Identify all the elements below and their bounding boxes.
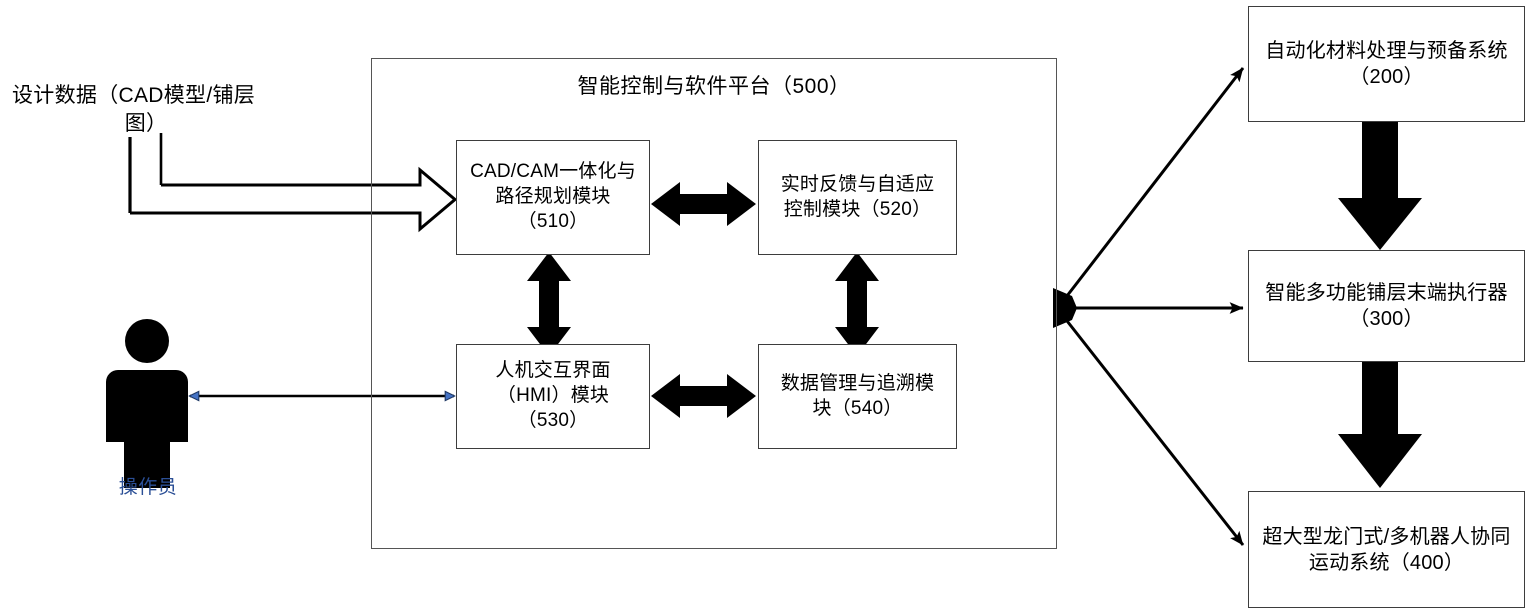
- subsystem-200-line-1: 自动化材料处理与预备系统: [1265, 40, 1508, 62]
- subsystem-box-200[interactable]: 自动化材料处理与预备系统 （200）: [1248, 6, 1525, 122]
- module-box-510[interactable]: CAD/CAM一体化与 路径规划模块 （510）: [456, 140, 650, 255]
- module-530-line-2: （HMI）模块: [496, 385, 610, 407]
- operator-label: 操作员: [118, 477, 178, 498]
- platform-frame: [371, 58, 1057, 549]
- module-520-line-2: 控制模块（520）: [783, 198, 932, 220]
- subsystem-box-400[interactable]: 超大型龙门式/多机器人协同 运动系统（400）: [1248, 491, 1525, 608]
- module-510-line-1: CAD/CAM一体化与: [470, 161, 636, 183]
- subsystem-200-to-300-connector: [1338, 122, 1422, 250]
- module-520-line-1: 实时反馈与自适应: [780, 173, 935, 195]
- module-box-520[interactable]: 实时反馈与自适应 控制模块（520）: [758, 140, 957, 255]
- platform-to-subsystem-400-connector: [1058, 311, 1245, 546]
- subsystem-300-to-400-connector: [1338, 362, 1422, 488]
- design-data-line-2: 图）: [124, 111, 168, 135]
- module-box-530[interactable]: 人机交互界面 （HMI）模块 （530）: [456, 344, 650, 449]
- design-data-line-1: 设计数据（CAD模型/铺层: [12, 84, 256, 107]
- design-data-label: 设计数据（CAD模型/铺层 图）: [12, 82, 312, 137]
- module-box-540[interactable]: 数据管理与追溯模 块（540）: [758, 344, 957, 449]
- module-510-line-3: （510）: [517, 210, 589, 232]
- subsystem-300-line-1: 智能多功能铺层末端执行器: [1265, 282, 1508, 304]
- platform-to-subsystem-200-connector: [1058, 67, 1245, 306]
- subsystem-400-line-1: 超大型龙门式/多机器人协同: [1262, 525, 1511, 548]
- module-530-line-1: 人机交互界面: [495, 360, 611, 382]
- subsystem-400-line-2: 运动系统（400）: [1308, 551, 1465, 574]
- platform-title: 智能控制与软件平台（500）: [577, 75, 851, 98]
- subsystem-300-line-2: （300）: [1349, 308, 1424, 330]
- module-540-line-1: 数据管理与追溯模: [780, 372, 935, 394]
- module-530-line-3: （530）: [517, 409, 589, 431]
- module-510-line-2: 路径规划模块: [495, 186, 611, 208]
- operator-figure: [106, 319, 188, 488]
- subsystem-box-300[interactable]: 智能多功能铺层末端执行器 （300）: [1248, 250, 1525, 362]
- subsystem-200-line-2: （200）: [1349, 66, 1424, 88]
- module-540-line-2: 块（540）: [812, 397, 903, 419]
